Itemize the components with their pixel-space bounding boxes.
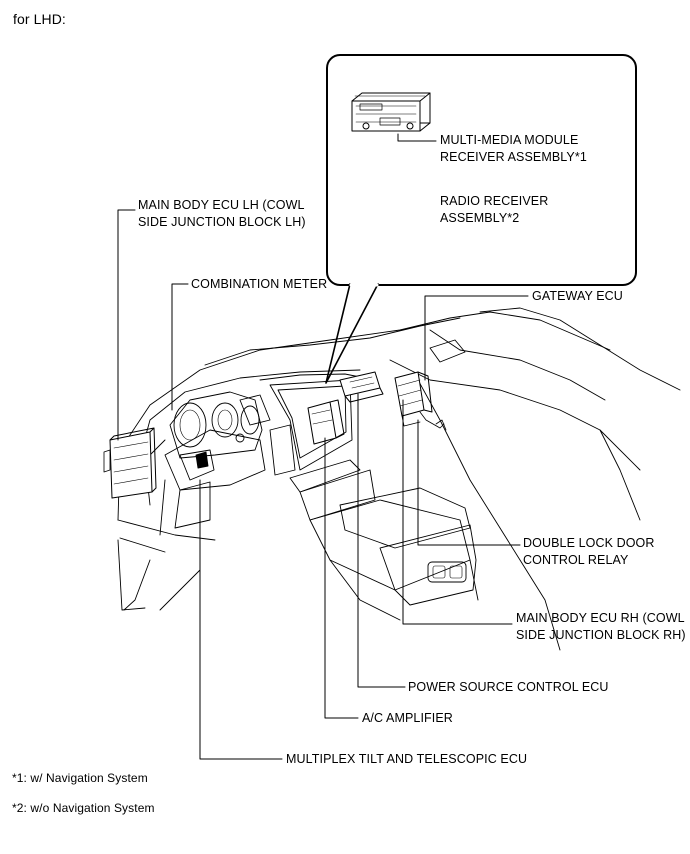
label-main-body-rh-2: SIDE JUNCTION BLOCK RH) [516, 628, 686, 642]
label-gateway-ecu: GATEWAY ECU [532, 289, 623, 303]
gateway-ecu [394, 371, 447, 431]
footnote-2: *2: w/o Navigation System [12, 801, 155, 815]
label-power-source: POWER SOURCE CONTROL ECU [408, 680, 609, 694]
ac-amplifier [307, 399, 345, 445]
instrument-cluster [164, 391, 266, 491]
leader-callout [397, 133, 437, 142]
label-main-body-lh-2: SIDE JUNCTION BLOCK LH) [138, 215, 306, 229]
callout-label-multimedia-2: RECEIVER ASSEMBLY*1 [440, 150, 587, 164]
leader-gateway-ecu [424, 295, 529, 381]
label-combination-meter: COMBINATION METER [191, 277, 328, 291]
footnote-1: *1: w/ Navigation System [12, 771, 148, 785]
label-main-body-rh-1: MAIN BODY ECU RH (COWL [516, 611, 685, 625]
leader-double-lock [417, 419, 521, 546]
steering-column [174, 449, 215, 529]
page-title: for LHD: [13, 11, 66, 27]
callout-pointer [325, 283, 379, 384]
leader-combination-meter [171, 283, 189, 411]
label-main-body-lh-1: MAIN BODY ECU LH (COWL [138, 198, 305, 212]
leader-main-body-lh [117, 209, 136, 441]
leader-multiplex-tilt [199, 479, 283, 760]
callout-label-radio-1: RADIO RECEIVER [440, 194, 549, 208]
label-ac-amplifier: A/C AMPLIFIER [362, 711, 453, 725]
label-double-lock-2: CONTROL RELAY [523, 553, 629, 567]
label-multiplex-tilt: MULTIPLEX TILT AND TELESCOPIC ECU [286, 752, 528, 766]
callout-label-radio-2: ASSEMBLY*2 [440, 211, 520, 225]
label-double-lock-1: DOUBLE LOCK DOOR [523, 536, 655, 550]
leader-main-body-rh [402, 399, 513, 625]
leader-power-source [357, 393, 406, 688]
dashboard-outline [117, 307, 681, 651]
leader-lines [117, 209, 529, 760]
main-body-ecu-lh [103, 427, 157, 499]
center-stack [239, 379, 479, 621]
radio-receiver-icon [351, 92, 431, 132]
power-source-ecu [339, 371, 384, 403]
callout-label-multimedia-1: MULTI-MEDIA MODULE [440, 133, 579, 147]
leader-ac-amplifier [324, 437, 359, 719]
